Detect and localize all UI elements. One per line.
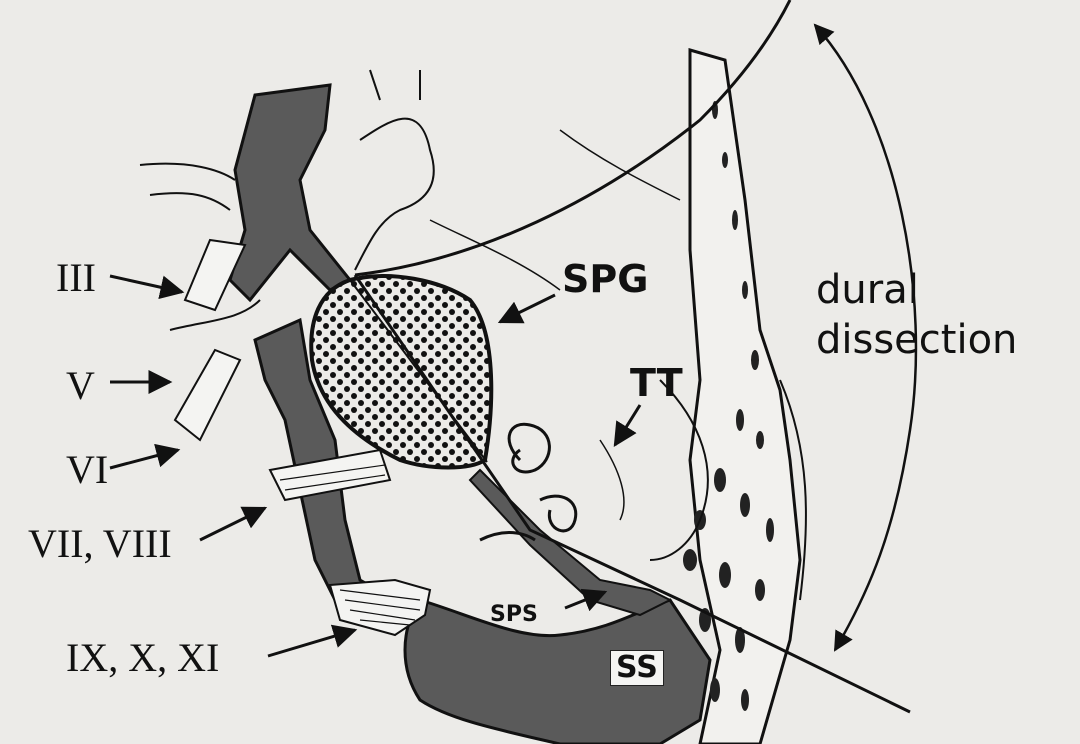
label-tt: TT: [630, 361, 683, 405]
dural-flap-curve: [354, 0, 792, 277]
label-cn6: VI: [66, 447, 109, 492]
coiled-vessels: [479, 422, 578, 542]
label-cn3: III: [56, 255, 96, 300]
upper-venous-channel: [228, 83, 353, 303]
label-cn5: V: [66, 363, 95, 408]
label-dural: dural: [816, 267, 919, 313]
label-cn7-8: VII, VIII: [28, 521, 172, 566]
label-sps: SPS: [490, 602, 538, 627]
label-pointers: [109, 274, 642, 658]
superior-petrosal-sinus: [468, 468, 673, 617]
label-cn9-11: IX, X, XI: [66, 635, 220, 680]
semilunar-ganglion: [309, 274, 494, 470]
label-spg: SPG: [562, 257, 649, 301]
label-ss: SS: [610, 650, 664, 686]
brain-outline: [139, 69, 435, 331]
bone-texture: [683, 101, 774, 711]
sigmoid-sinus: [403, 598, 712, 744]
petrous-bone: [688, 48, 802, 744]
label-dissection: dissection: [816, 317, 1018, 363]
dissection-range-arrow: [813, 23, 918, 652]
dural-flap-line: [353, 274, 911, 714]
